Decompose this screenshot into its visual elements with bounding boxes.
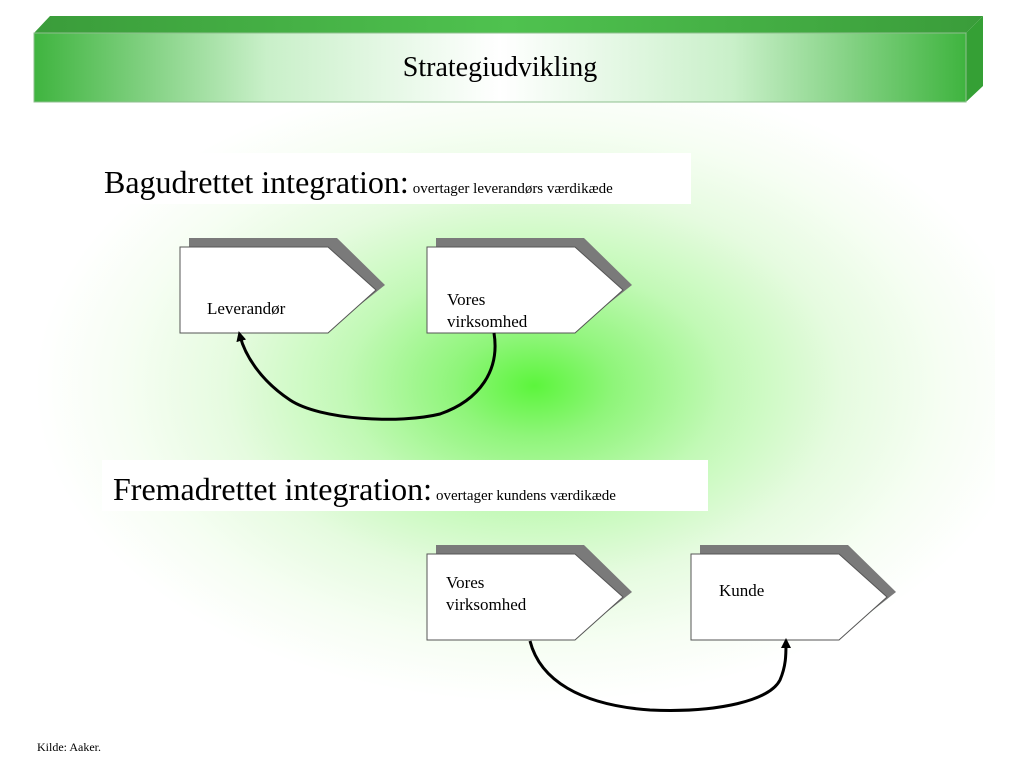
customer-chevron-box [690, 545, 896, 641]
forward-heading: Fremadrettet integration: [113, 471, 432, 507]
banner-front-face [33, 32, 967, 103]
our-company-label-bottom: Vores virksomhed [446, 573, 527, 614]
forward-arrow [528, 638, 791, 712]
our-company-chevron-box-bottom [426, 545, 632, 641]
banner-side-face [966, 16, 983, 102]
our-company-box-top [426, 246, 624, 334]
backward-heading: Bagudrettet integration: [104, 164, 409, 200]
background-glow [35, 102, 995, 762]
our-company-box-bottom [426, 553, 624, 641]
forward-subheading: overtager kundens værdikæde [436, 488, 616, 504]
customer-box [690, 553, 888, 641]
supplier-box [179, 246, 377, 334]
page-title: Strategiudvikling [402, 52, 598, 83]
banner-top-face [34, 16, 983, 33]
our-company-label-top: Vores virksomhed [447, 290, 528, 331]
backward-heading-box: Bagudrettet integration: overtager lever… [94, 153, 691, 204]
supplier-chevron-box [179, 238, 385, 334]
customer-label: Kunde [719, 581, 765, 600]
forward-heading-box: Fremadrettet integration: overtager kund… [102, 460, 708, 511]
supplier-label: Leverandør [207, 299, 286, 318]
backward-subheading: overtager leverandørs værdikæde [412, 181, 613, 197]
source-note: Kilde: Aaker. [37, 740, 101, 754]
title-banner [33, 16, 983, 103]
our-company-chevron-box-top [426, 238, 632, 334]
backward-arrow [236, 331, 497, 421]
